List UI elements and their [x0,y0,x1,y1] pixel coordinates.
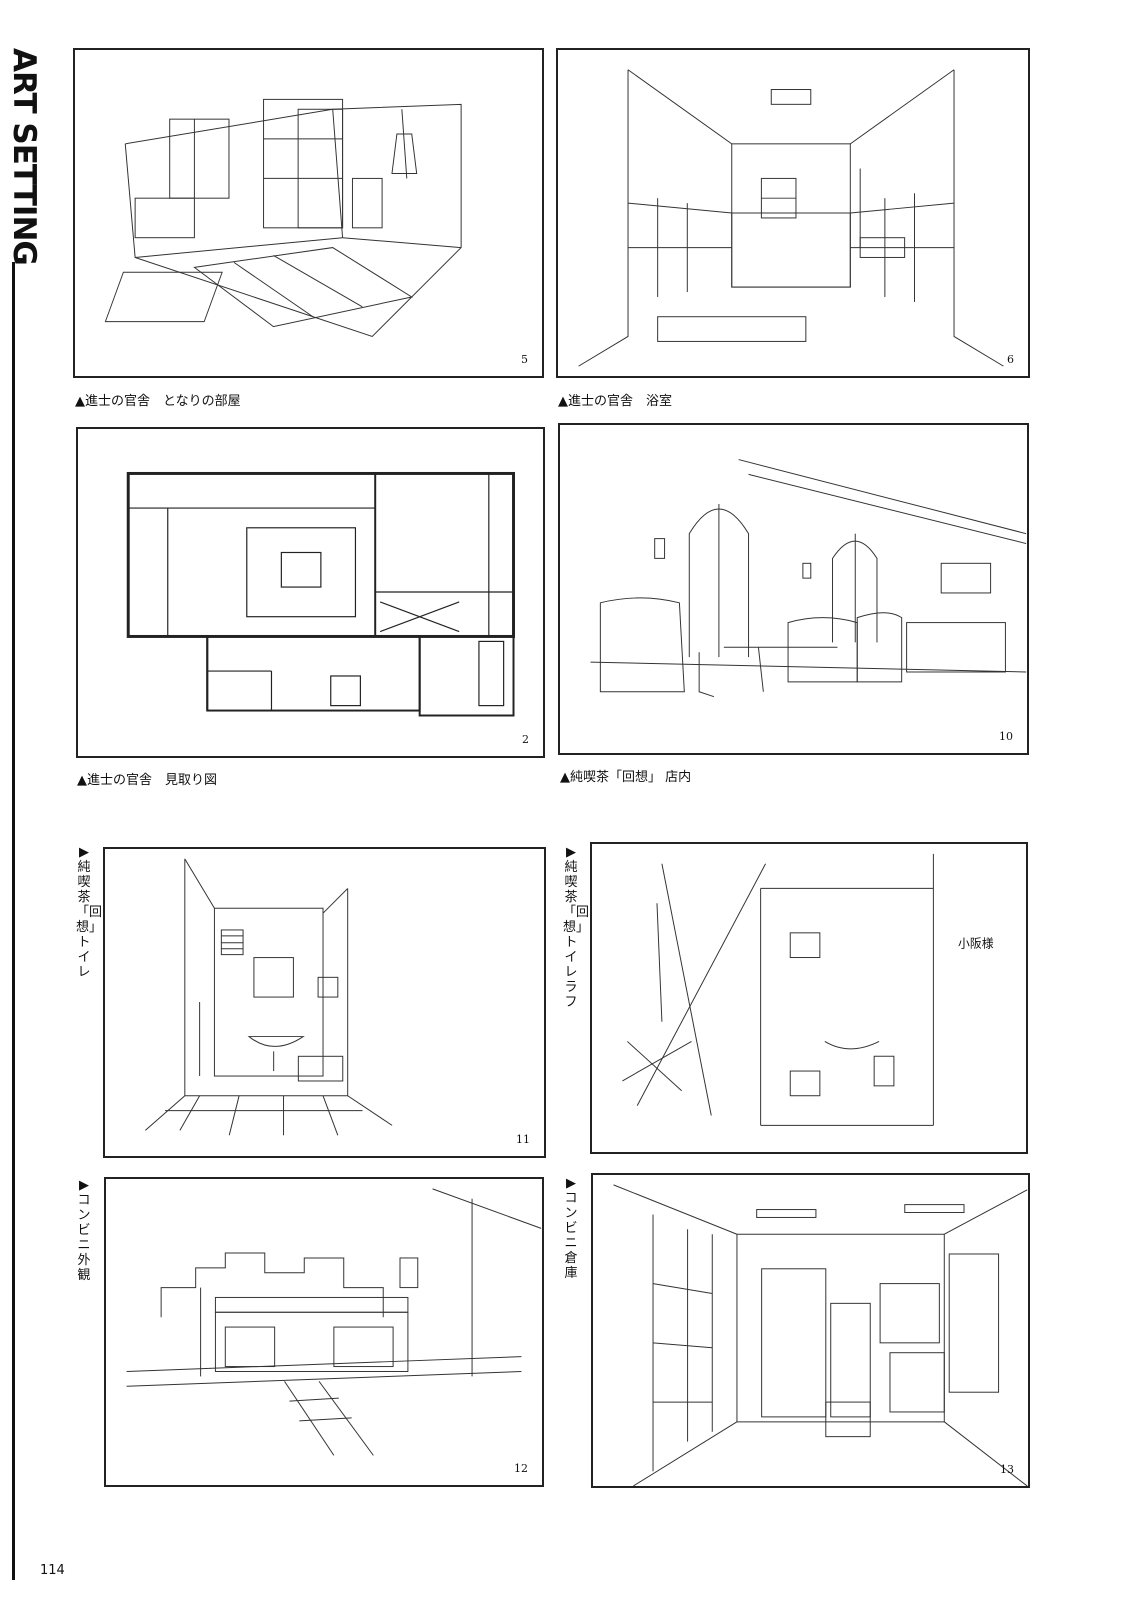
panel-cafe-interior: 10 [558,423,1029,755]
toilet-rough-sketch: 小阪様 [622,853,994,1126]
panel-floor-plan: 2 [76,427,545,758]
section-title: ART SETTING [6,48,42,265]
cafe-toilet-sketch [145,858,393,1136]
panel-store-exterior: 12 [104,1177,544,1487]
panel-number: 10 [999,730,1013,743]
panel-cafe-toilet-rough: 小阪様 [590,842,1028,1154]
panel-number: 11 [516,1133,530,1146]
room-sketch [104,98,462,338]
svg-text:小阪様: 小阪様 [958,937,994,951]
caption-cafe-toilet: ▶純喫茶「回想」 トイレ [76,845,103,980]
panel-number: 2 [522,733,529,746]
caption-floor-plan: ▲進士の官舎 見取り図 [77,773,217,788]
panel-store-storeroom: 13 [591,1173,1030,1488]
cafe-interior-sketch [590,459,1027,698]
caption-store-storeroom: ▶コンビニ 倉庫 [564,1176,578,1281]
caption-bathroom: ▲進士の官舎 浴室 [558,394,672,409]
floor-plan-sketch [126,471,515,717]
storeroom-sketch [613,1184,1028,1486]
caption-store-exterior: ▶コンビニ 外観 [77,1178,91,1283]
panel-adjacent-room: 5 [73,48,544,378]
caption-cafe-toilet-rough: ▶純喫茶「回想」 トイレ ラフ [563,845,590,1010]
panel-number: 12 [514,1462,528,1475]
panel-cafe-toilet: 11 [103,847,546,1158]
caption-cafe-interior: ▲純喫茶「回想」 店内 [560,770,692,785]
section-rule [12,262,15,1580]
panel-number: 6 [1007,353,1014,366]
panel-bathroom: 6 [556,48,1030,378]
caption-adjacent-room: ▲進士の官舎 となりの部屋 [75,394,241,409]
store-exterior-sketch [126,1188,542,1456]
panel-number: 5 [521,353,528,366]
page-number: 114 [40,1563,65,1578]
panel-number: 13 [1000,1463,1014,1476]
bathroom-sketch [578,69,1004,367]
